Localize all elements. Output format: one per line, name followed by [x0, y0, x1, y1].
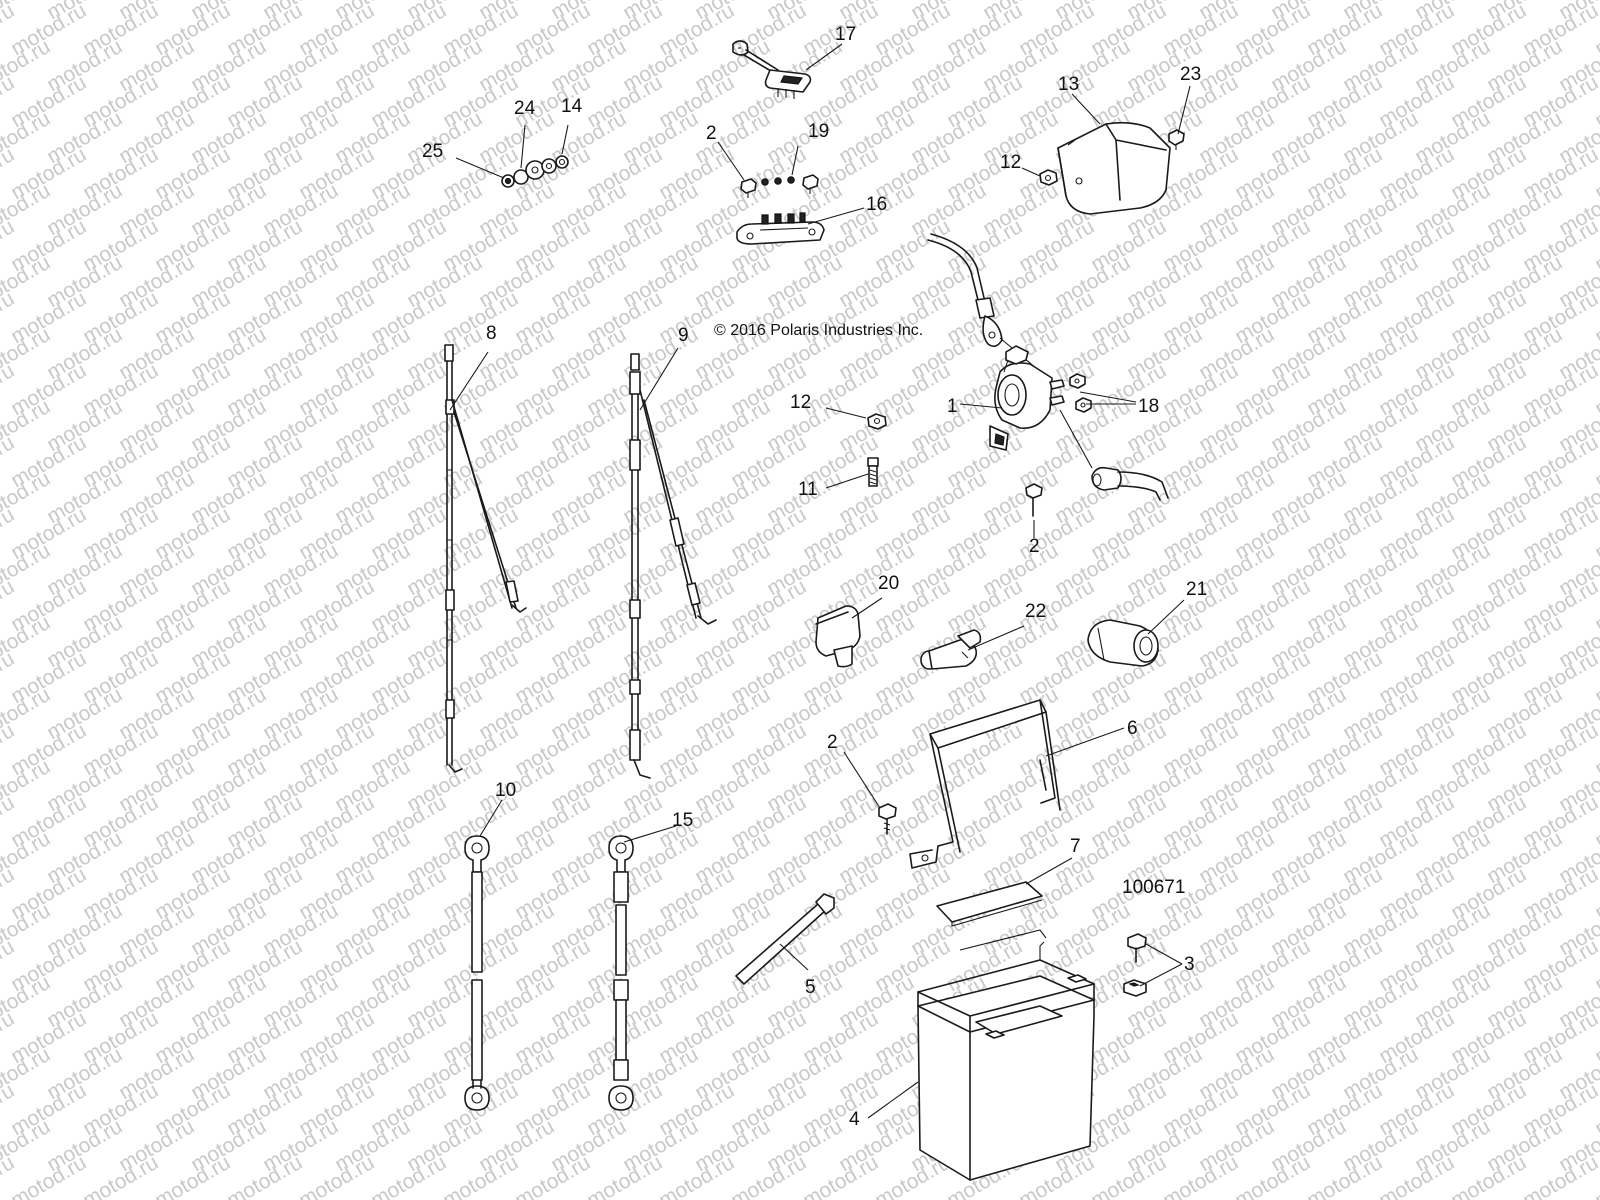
part-11-stud — [867, 457, 879, 487]
part-12-nut-upper — [1039, 169, 1058, 186]
callout-9: 9 — [678, 325, 689, 346]
callout-15: 15 — [672, 810, 693, 831]
part-5-rod — [735, 893, 835, 985]
callout-2-low: 2 — [827, 732, 838, 753]
callout-25: 25 — [422, 141, 443, 162]
callout-3: 3 — [1184, 954, 1195, 975]
callout-20: 20 — [878, 573, 899, 594]
diagram-id: 100671 — [1122, 877, 1185, 898]
callout-6: 6 — [1127, 718, 1138, 739]
callout-labels: 17 24 14 25 2 19 16 13 23 12 8 9 12 1 18… — [422, 24, 1207, 1130]
part-cable-lower — [1059, 409, 1169, 501]
callout-2-top: 2 — [706, 123, 717, 144]
part-2-screw-strap — [878, 803, 897, 835]
part-24-25-14-washers — [501, 155, 569, 188]
part-1-starter-solenoid — [989, 345, 1065, 451]
part-2-19-fasteners — [740, 174, 819, 198]
callout-19: 19 — [808, 121, 829, 142]
part-20-terminal-boot — [815, 605, 861, 668]
callout-12-top: 12 — [1000, 152, 1021, 173]
part-23-screw — [1168, 129, 1185, 150]
part-6-battery-strap — [909, 699, 1061, 869]
callout-5: 5 — [805, 977, 816, 998]
callout-21: 21 — [1186, 579, 1207, 600]
part-2-screw-solenoid — [1025, 483, 1043, 517]
callout-16: 16 — [866, 194, 887, 215]
part-3-bolt-nut — [1123, 933, 1147, 997]
callout-17: 17 — [835, 24, 856, 45]
part-4-battery — [917, 929, 1095, 1181]
part-21-terminal-boot — [1087, 619, 1159, 667]
callout-13: 13 — [1058, 74, 1079, 95]
callout-23: 23 — [1180, 64, 1201, 85]
part-17-connector-cap — [732, 40, 812, 99]
part-8-cable — [444, 344, 527, 773]
callout-8: 8 — [486, 323, 497, 344]
copyright-notice: © 2016 Polaris Industries Inc. — [714, 322, 923, 339]
part-9-cable — [629, 353, 717, 779]
callout-7: 7 — [1070, 836, 1081, 857]
callout-22: 22 — [1025, 601, 1046, 622]
callout-12-mid: 12 — [790, 392, 811, 413]
callout-24: 24 — [514, 98, 536, 119]
callout-14: 14 — [561, 96, 583, 117]
part-22-terminal-boot — [920, 629, 982, 670]
part-12-nut-middle — [867, 413, 887, 430]
callout-18: 18 — [1138, 396, 1159, 417]
part-7-pad — [936, 881, 1043, 927]
callout-2-mid: 2 — [1029, 536, 1040, 557]
callout-11: 11 — [798, 479, 818, 500]
callout-1: 1 — [947, 396, 958, 417]
part-16-terminal-block — [736, 212, 825, 245]
callout-10: 10 — [495, 780, 516, 801]
part-18-nuts — [1069, 373, 1092, 413]
leader-lines — [449, 43, 1191, 1119]
part-10-battery-cable — [464, 835, 490, 1111]
part-13-relay-cover — [1057, 121, 1171, 215]
callout-4: 4 — [849, 1109, 860, 1130]
part-cable-upper — [927, 233, 1056, 385]
part-15-battery-cable — [608, 835, 634, 1111]
